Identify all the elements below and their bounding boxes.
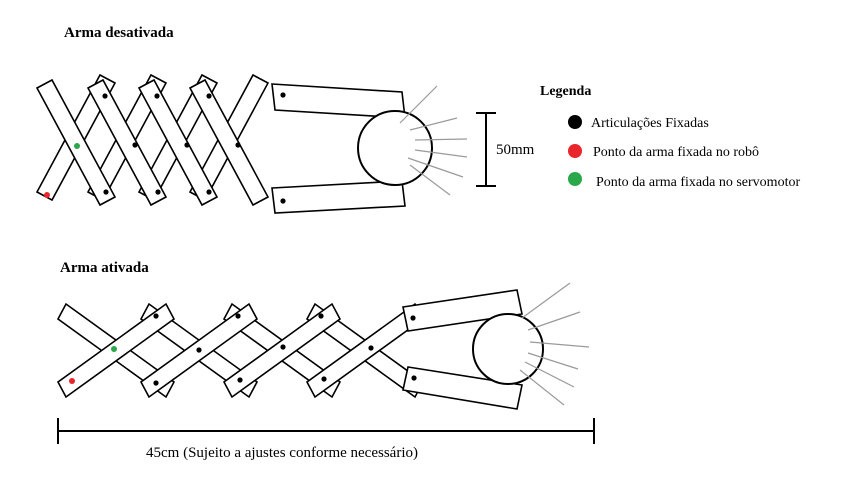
fixed-joint (280, 92, 286, 98)
height-dimension-label: 50mm (496, 142, 535, 158)
fixed-joint (102, 93, 108, 99)
fixed-joint (237, 377, 243, 383)
fixed-joint (235, 142, 241, 148)
end-bar-bottom (402, 366, 523, 410)
fixed-joint (410, 315, 416, 321)
fixed-joint (153, 380, 159, 386)
fixed-joints-activated (69, 313, 417, 386)
robot-point (44, 192, 50, 198)
wheel-activated (472, 313, 544, 385)
scissor-bar (35, 78, 117, 207)
fixed-joint (184, 142, 190, 148)
scissor-bar (86, 78, 168, 207)
scissor-bar (305, 302, 425, 399)
fixed-joint (153, 313, 159, 319)
fixed-joint (155, 189, 161, 195)
end-bar-top (402, 289, 523, 332)
title-activated: Arma ativada (60, 260, 149, 276)
activated-scissor-arm (56, 289, 523, 410)
length-dimension-label: 45cm (Sujeito a ajustes conforme necessá… (146, 445, 418, 461)
fixed-joint (280, 344, 286, 350)
legend: Legenda Articulações Fixadas Ponto da ar… (540, 84, 800, 190)
fixed-joint (103, 189, 109, 195)
fixed-joint (154, 93, 160, 99)
fixed-joint (206, 189, 212, 195)
robot-point (69, 378, 75, 384)
fixed-joint (411, 375, 417, 381)
fixed-joint (321, 376, 327, 382)
fixed-joint (368, 345, 374, 351)
scissor-bar (222, 302, 342, 399)
fixed-joint (235, 313, 241, 319)
title-deactivated: Arma desativada (64, 25, 174, 41)
legend-label-fixed-joint: Articulações Fixadas (591, 116, 709, 131)
legend-label-servo-point: Ponto da arma fixada no servomotor (596, 175, 800, 190)
fixed-joint (318, 313, 324, 319)
wheel-rays-activated (519, 282, 590, 406)
end-bar-bottom (271, 180, 406, 214)
legend-title: Legenda (540, 84, 591, 99)
legend-dot-fixed-joint (568, 115, 582, 129)
fixed-joints-deactivated (44, 92, 286, 204)
fixed-joint (132, 142, 138, 148)
legend-label-robot-point: Ponto da arma fixada no robô (593, 145, 759, 160)
servo-point (74, 143, 80, 149)
legend-dot-servo-point (568, 172, 582, 186)
wheel-rays-deactivated (399, 85, 468, 196)
scissor-bar (188, 78, 270, 207)
deactivated-scissor-arm (35, 73, 406, 214)
legend-dot-robot-point (568, 144, 582, 158)
fixed-joint (206, 93, 212, 99)
servo-point (111, 346, 117, 352)
height-dimension: 50mm (476, 112, 535, 187)
fixed-joint (196, 347, 202, 353)
length-dimension: 45cm (Sujeito a ajustes conforme necessá… (57, 418, 595, 461)
fixed-joint (280, 198, 286, 204)
scissor-bar (137, 78, 219, 207)
